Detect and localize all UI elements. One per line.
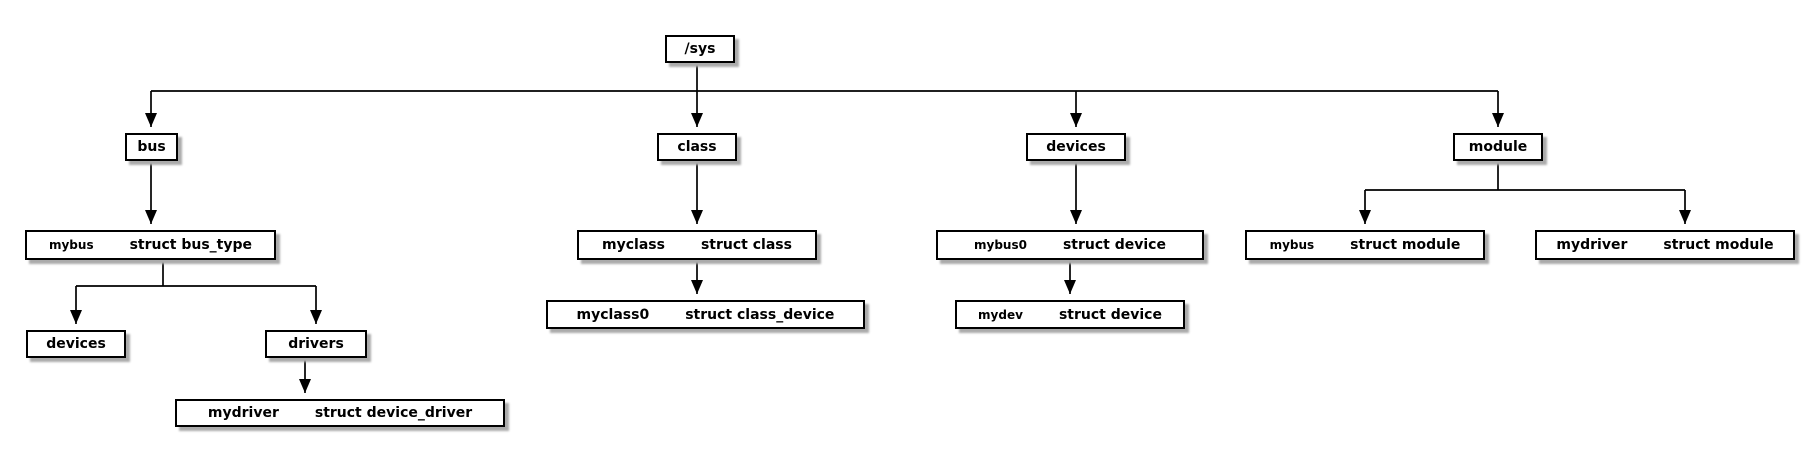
node-mydriver-device-driver-struct: struct device_driver — [314, 405, 473, 421]
node-mydev-device: mydev struct device — [955, 300, 1185, 329]
node-mybus-bus-type: mybus struct bus_type — [25, 230, 276, 260]
node-mybus-bus-type-name: mybus — [48, 238, 94, 252]
node-mydriver-module-struct: struct module — [1663, 237, 1774, 253]
node-mydriver-device-driver-name: mydriver — [207, 405, 279, 421]
edge-mybus-stem — [76, 260, 316, 287]
node-mybus-module-struct: struct module — [1350, 237, 1461, 253]
node-myclass-class: myclass struct class — [577, 230, 817, 260]
node-mybus-module: mybus struct module — [1245, 230, 1485, 260]
node-mydriver-module: mydriver struct module — [1535, 230, 1795, 260]
node-devices-sub-label: devices — [46, 336, 106, 352]
node-drivers: drivers — [265, 330, 367, 358]
node-mybus-module-name: mybus — [1269, 238, 1315, 252]
node-devices-label: devices — [1046, 139, 1106, 155]
node-module-label: module — [1468, 139, 1528, 155]
node-myclass-class-name: myclass — [602, 237, 665, 253]
node-drivers-label: drivers — [288, 336, 344, 352]
node-myclass-class-struct: struct class — [700, 237, 792, 253]
node-bus: bus — [125, 133, 178, 161]
node-bus-label: bus — [137, 139, 166, 155]
node-mybus0-device-name: mybus0 — [974, 238, 1027, 252]
node-mybus-bus-type-struct: struct bus_type — [129, 237, 253, 253]
node-mybus0-device-struct: struct device — [1062, 237, 1166, 253]
node-module: module — [1453, 133, 1543, 161]
node-devices: devices — [1026, 133, 1126, 161]
node-myclass0-class-device-struct: struct class_device — [685, 306, 835, 323]
node-devices-sub: devices — [26, 330, 126, 358]
node-mybus0-device: mybus0 struct device — [936, 230, 1204, 260]
node-myclass0-class-device: myclass0 struct class_device — [546, 300, 865, 329]
node-mydriver-device-driver: mydriver struct device_driver — [175, 399, 505, 427]
node-class-label: class — [677, 139, 717, 155]
node-class: class — [657, 133, 737, 161]
node-sys-label: /sys — [684, 41, 716, 57]
node-sys: /sys — [665, 35, 735, 63]
node-mydev-device-name: mydev — [978, 307, 1023, 322]
edge-module-stem — [1365, 161, 1685, 191]
node-myclass0-class-device-name: myclass0 — [576, 306, 650, 323]
node-mydev-device-struct: struct device — [1058, 306, 1162, 323]
node-mydriver-module-name: mydriver — [1556, 237, 1628, 253]
